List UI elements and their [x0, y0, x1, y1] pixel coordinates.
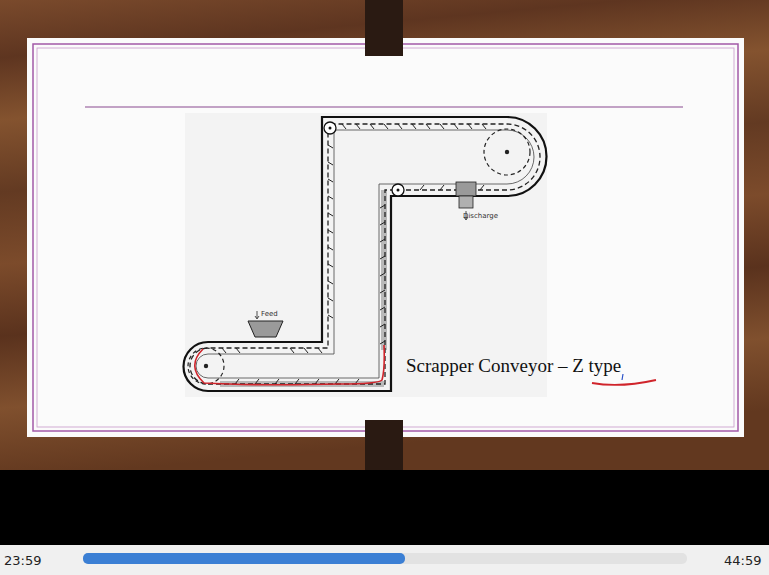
idler-centre [329, 127, 332, 130]
figure-background [185, 113, 547, 397]
red-underline [592, 380, 656, 385]
slide-border-inner [37, 48, 734, 427]
wood-background [0, 0, 769, 470]
head-sprocket [484, 129, 530, 175]
feed-label: Feed [261, 311, 278, 318]
sprocket-centre [204, 364, 208, 368]
clip-bottom [365, 420, 403, 470]
black-band [0, 470, 769, 545]
discharge-chute [456, 182, 476, 196]
progress-track [83, 553, 687, 564]
scraper-chain [190, 124, 540, 384]
progress-fill [83, 553, 405, 564]
discharge-spout [459, 196, 473, 208]
figure-caption: Scrapper Conveyor – Z type [406, 356, 621, 375]
corner-idler [324, 122, 336, 134]
idler-centre [397, 189, 400, 192]
discharge-label: Discharge [463, 213, 498, 220]
sprocket-centre [505, 150, 509, 154]
corner-idler [392, 184, 404, 196]
title-rule [85, 106, 683, 107]
red-annotation [195, 345, 385, 385]
slide-border [33, 44, 738, 431]
elapsed-time: 23:59 [4, 554, 41, 567]
feed-arrow [255, 311, 259, 319]
scraper-flights [222, 124, 486, 384]
clip-top [365, 0, 403, 56]
casing-outline [184, 117, 547, 391]
player-bar [0, 545, 769, 575]
slide-paper [27, 38, 744, 437]
total-time: 44:59 [724, 554, 761, 567]
tail-sprocket [188, 348, 224, 384]
pen-mark [622, 374, 623, 380]
feed-hopper [248, 321, 283, 337]
material-layer [220, 190, 384, 384]
casing-inner-line [196, 130, 534, 378]
